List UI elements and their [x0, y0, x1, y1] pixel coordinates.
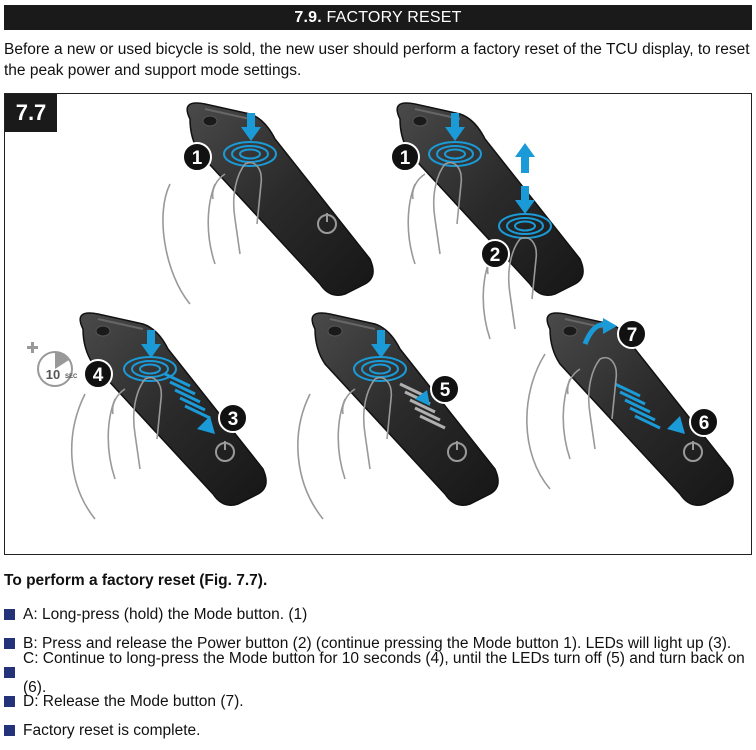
- callout-2: 2: [480, 239, 510, 269]
- svg-text:7: 7: [627, 325, 638, 346]
- square-bullet-icon: [4, 725, 15, 736]
- list-item: B: Press and release the Power button (2…: [4, 629, 752, 658]
- figure-7-7: 1 1 2 4 3 5 7 6 10 S: [4, 93, 752, 555]
- svg-text:2: 2: [490, 245, 501, 266]
- square-bullet-icon: [4, 667, 15, 678]
- callout-3: 3: [218, 403, 248, 433]
- intro-paragraph: Before a new or used bicycle is sold, th…: [4, 41, 750, 79]
- panel-step-6-7: [526, 312, 735, 507]
- timer-seconds: 10: [46, 367, 60, 382]
- square-bullet-icon: [4, 609, 15, 620]
- list-item: C: Continue to long-press the Mode butto…: [4, 650, 752, 696]
- svg-text:3: 3: [228, 409, 239, 430]
- steps-title: To perform a factory reset (Fig. 7.7).: [4, 572, 268, 589]
- svg-text:4: 4: [93, 365, 104, 386]
- figure-label: 7.7: [5, 94, 57, 132]
- square-bullet-icon: [4, 638, 15, 649]
- list-item: Factory reset is complete.: [4, 716, 752, 745]
- panel-step-5: [297, 312, 500, 520]
- svg-text:1: 1: [192, 148, 203, 169]
- callout-4: 4: [83, 359, 113, 389]
- timer-icon: [27, 342, 73, 387]
- panel-step-2: [396, 102, 585, 340]
- section-title: FACTORY RESET: [326, 9, 462, 26]
- callout-7: 7: [617, 319, 647, 349]
- square-bullet-icon: [4, 696, 15, 707]
- callout-6: 6: [689, 407, 719, 437]
- callout-1a: 1: [182, 142, 212, 172]
- panel-step-3-4: [70, 312, 268, 520]
- panel-step-1: [162, 102, 375, 305]
- svg-text:6: 6: [699, 413, 710, 434]
- steps-list: A: Long-press (hold) the Mode button. (1…: [4, 600, 752, 745]
- svg-text:5: 5: [440, 380, 451, 401]
- callout-1b: 1: [390, 142, 420, 172]
- led-bar-lit-again: [614, 382, 661, 430]
- section-header: 7.9. FACTORY RESET: [4, 5, 752, 30]
- list-item: A: Long-press (hold) the Mode button. (1…: [4, 600, 752, 629]
- factory-reset-illustration: 1 1 2 4 3 5 7 6 10 S: [27, 102, 735, 520]
- list-item: D: Release the Mode button (7).: [4, 687, 752, 716]
- callout-5: 5: [430, 374, 460, 404]
- svg-text:1: 1: [400, 148, 411, 169]
- led-bar-lit: [164, 372, 211, 420]
- section-number: 7.9.: [294, 9, 322, 26]
- timer-unit: SEC: [65, 374, 78, 380]
